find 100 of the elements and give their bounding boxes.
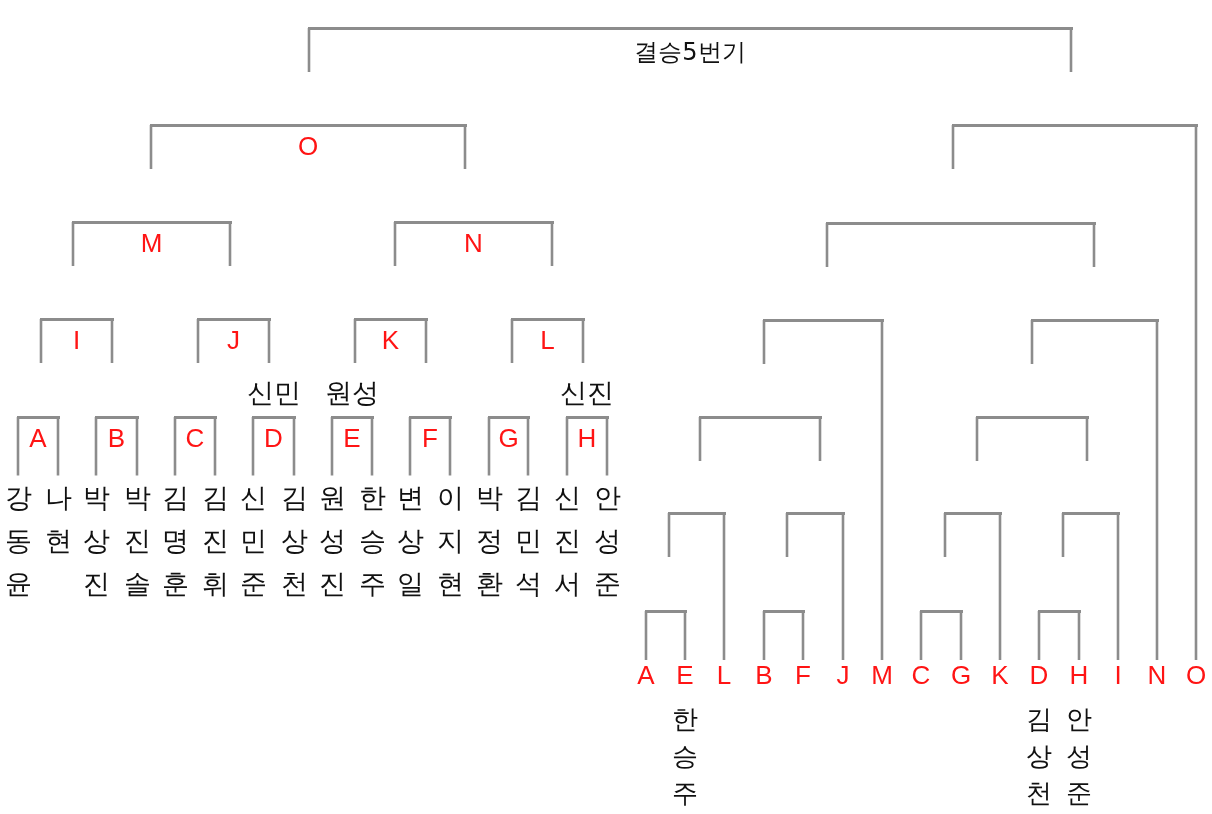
- bracket-leg: [762, 611, 766, 660]
- player-name: 김명훈: [161, 475, 189, 605]
- player-name: 신진서: [553, 475, 581, 605]
- bracket-leg: [722, 513, 726, 660]
- player-name: 박상진: [82, 475, 110, 605]
- bracket-leg: [683, 611, 687, 660]
- bracket-leg: [353, 319, 357, 363]
- bracket-leg: [251, 417, 255, 476]
- player-name: 김상천: [1026, 702, 1052, 810]
- bracket-leg: [1194, 125, 1198, 660]
- bracket-leg: [330, 417, 334, 476]
- player-name: 신진: [560, 376, 614, 408]
- bracket-leg: [510, 319, 514, 363]
- match-letter: C: [911, 660, 931, 690]
- bracket-leg: [173, 417, 177, 476]
- bracket-bar: [667, 511, 726, 515]
- bracket-leg: [975, 417, 979, 461]
- player-name: 나현: [44, 475, 72, 562]
- match-letter: M: [140, 228, 163, 258]
- match-letter: D: [1029, 660, 1049, 690]
- bracket-bar: [644, 609, 687, 613]
- match-letter: J: [836, 660, 850, 690]
- bracket-leg: [1061, 513, 1065, 557]
- bracket-leg: [841, 513, 845, 660]
- match-letter: E: [343, 423, 361, 453]
- player-name: 한승주: [358, 475, 386, 605]
- bracket-leg: [16, 417, 20, 476]
- match-letter: K: [381, 325, 400, 355]
- match-letter: B: [107, 423, 126, 453]
- match-letter: J: [227, 325, 240, 355]
- match-letter: O: [1185, 660, 1207, 690]
- bracket-bar: [975, 415, 1089, 419]
- match-letter: I: [1114, 660, 1122, 690]
- match-letter: L: [540, 325, 555, 355]
- bracket-leg: [762, 320, 766, 364]
- bracket-leg: [1116, 513, 1120, 660]
- match-letter: C: [185, 423, 205, 453]
- player-name: 김민석: [514, 475, 542, 605]
- bracket-leg: [880, 320, 884, 660]
- bracket-bar: [825, 221, 1096, 225]
- bracket-leg: [94, 417, 98, 476]
- player-name: 박정환: [475, 475, 503, 605]
- match-letter: L: [716, 660, 732, 690]
- bracket-leg: [1037, 611, 1041, 660]
- player-name: 신민: [246, 376, 301, 408]
- bracket-leg: [1069, 28, 1073, 72]
- bracket-leg: [801, 611, 805, 660]
- bracket-leg: [565, 417, 569, 476]
- bracket-leg: [1077, 611, 1081, 660]
- bracket-leg: [1030, 320, 1034, 364]
- bracket-leg: [213, 417, 217, 476]
- bracket-leg: [292, 417, 296, 476]
- bracket-leg: [463, 125, 467, 169]
- bracket-leg: [56, 417, 60, 476]
- bracket-bar: [762, 609, 805, 613]
- bracket-leg: [825, 223, 829, 267]
- bracket-leg: [605, 417, 609, 476]
- bracket-leg: [550, 222, 554, 266]
- bracket-leg: [943, 513, 947, 557]
- bracket-leg: [581, 319, 585, 363]
- match-letter: G: [498, 423, 519, 453]
- player-name: 안성준: [1066, 702, 1092, 810]
- match-letter: F: [422, 423, 438, 453]
- match-letter: A: [637, 660, 655, 690]
- bracket-leg: [393, 222, 397, 266]
- bracket-leg: [228, 222, 232, 266]
- bracket-leg: [1092, 223, 1096, 267]
- round-label: 결승5번기: [634, 38, 746, 66]
- bracket-leg: [959, 611, 963, 660]
- player-name: 신민준: [239, 475, 267, 605]
- match-letter: N: [1147, 660, 1167, 690]
- player-name: 강동윤: [4, 475, 32, 605]
- match-letter: G: [950, 660, 972, 690]
- bracket-leg: [267, 319, 271, 363]
- match-letter: F: [795, 660, 811, 690]
- bracket-leg: [408, 417, 412, 476]
- player-name: 변상일: [396, 475, 424, 605]
- bracket-leg: [785, 513, 789, 557]
- bracket-leg: [698, 417, 702, 461]
- bracket-leg: [307, 28, 311, 72]
- bracket-leg: [818, 417, 822, 461]
- bracket-leg: [526, 417, 530, 476]
- player-name: 김상천: [280, 475, 308, 605]
- bracket-leg: [487, 417, 491, 476]
- player-name: 박진솔: [123, 475, 151, 605]
- player-name: 한승주: [672, 702, 698, 810]
- bracket-bar: [951, 123, 1198, 127]
- bracket-bar: [785, 511, 845, 515]
- bracket-bar: [919, 609, 963, 613]
- match-letter: O: [297, 131, 319, 161]
- match-letter: A: [29, 423, 47, 453]
- match-letter: M: [871, 660, 893, 690]
- match-letter: I: [72, 325, 81, 355]
- bracket-leg: [135, 417, 139, 476]
- bracket-leg: [370, 417, 374, 476]
- player-name: 원성: [325, 376, 379, 408]
- bracket-bar: [943, 511, 1002, 515]
- bracket-leg: [448, 417, 452, 476]
- match-letter: B: [755, 660, 773, 690]
- match-letter: H: [1069, 660, 1089, 690]
